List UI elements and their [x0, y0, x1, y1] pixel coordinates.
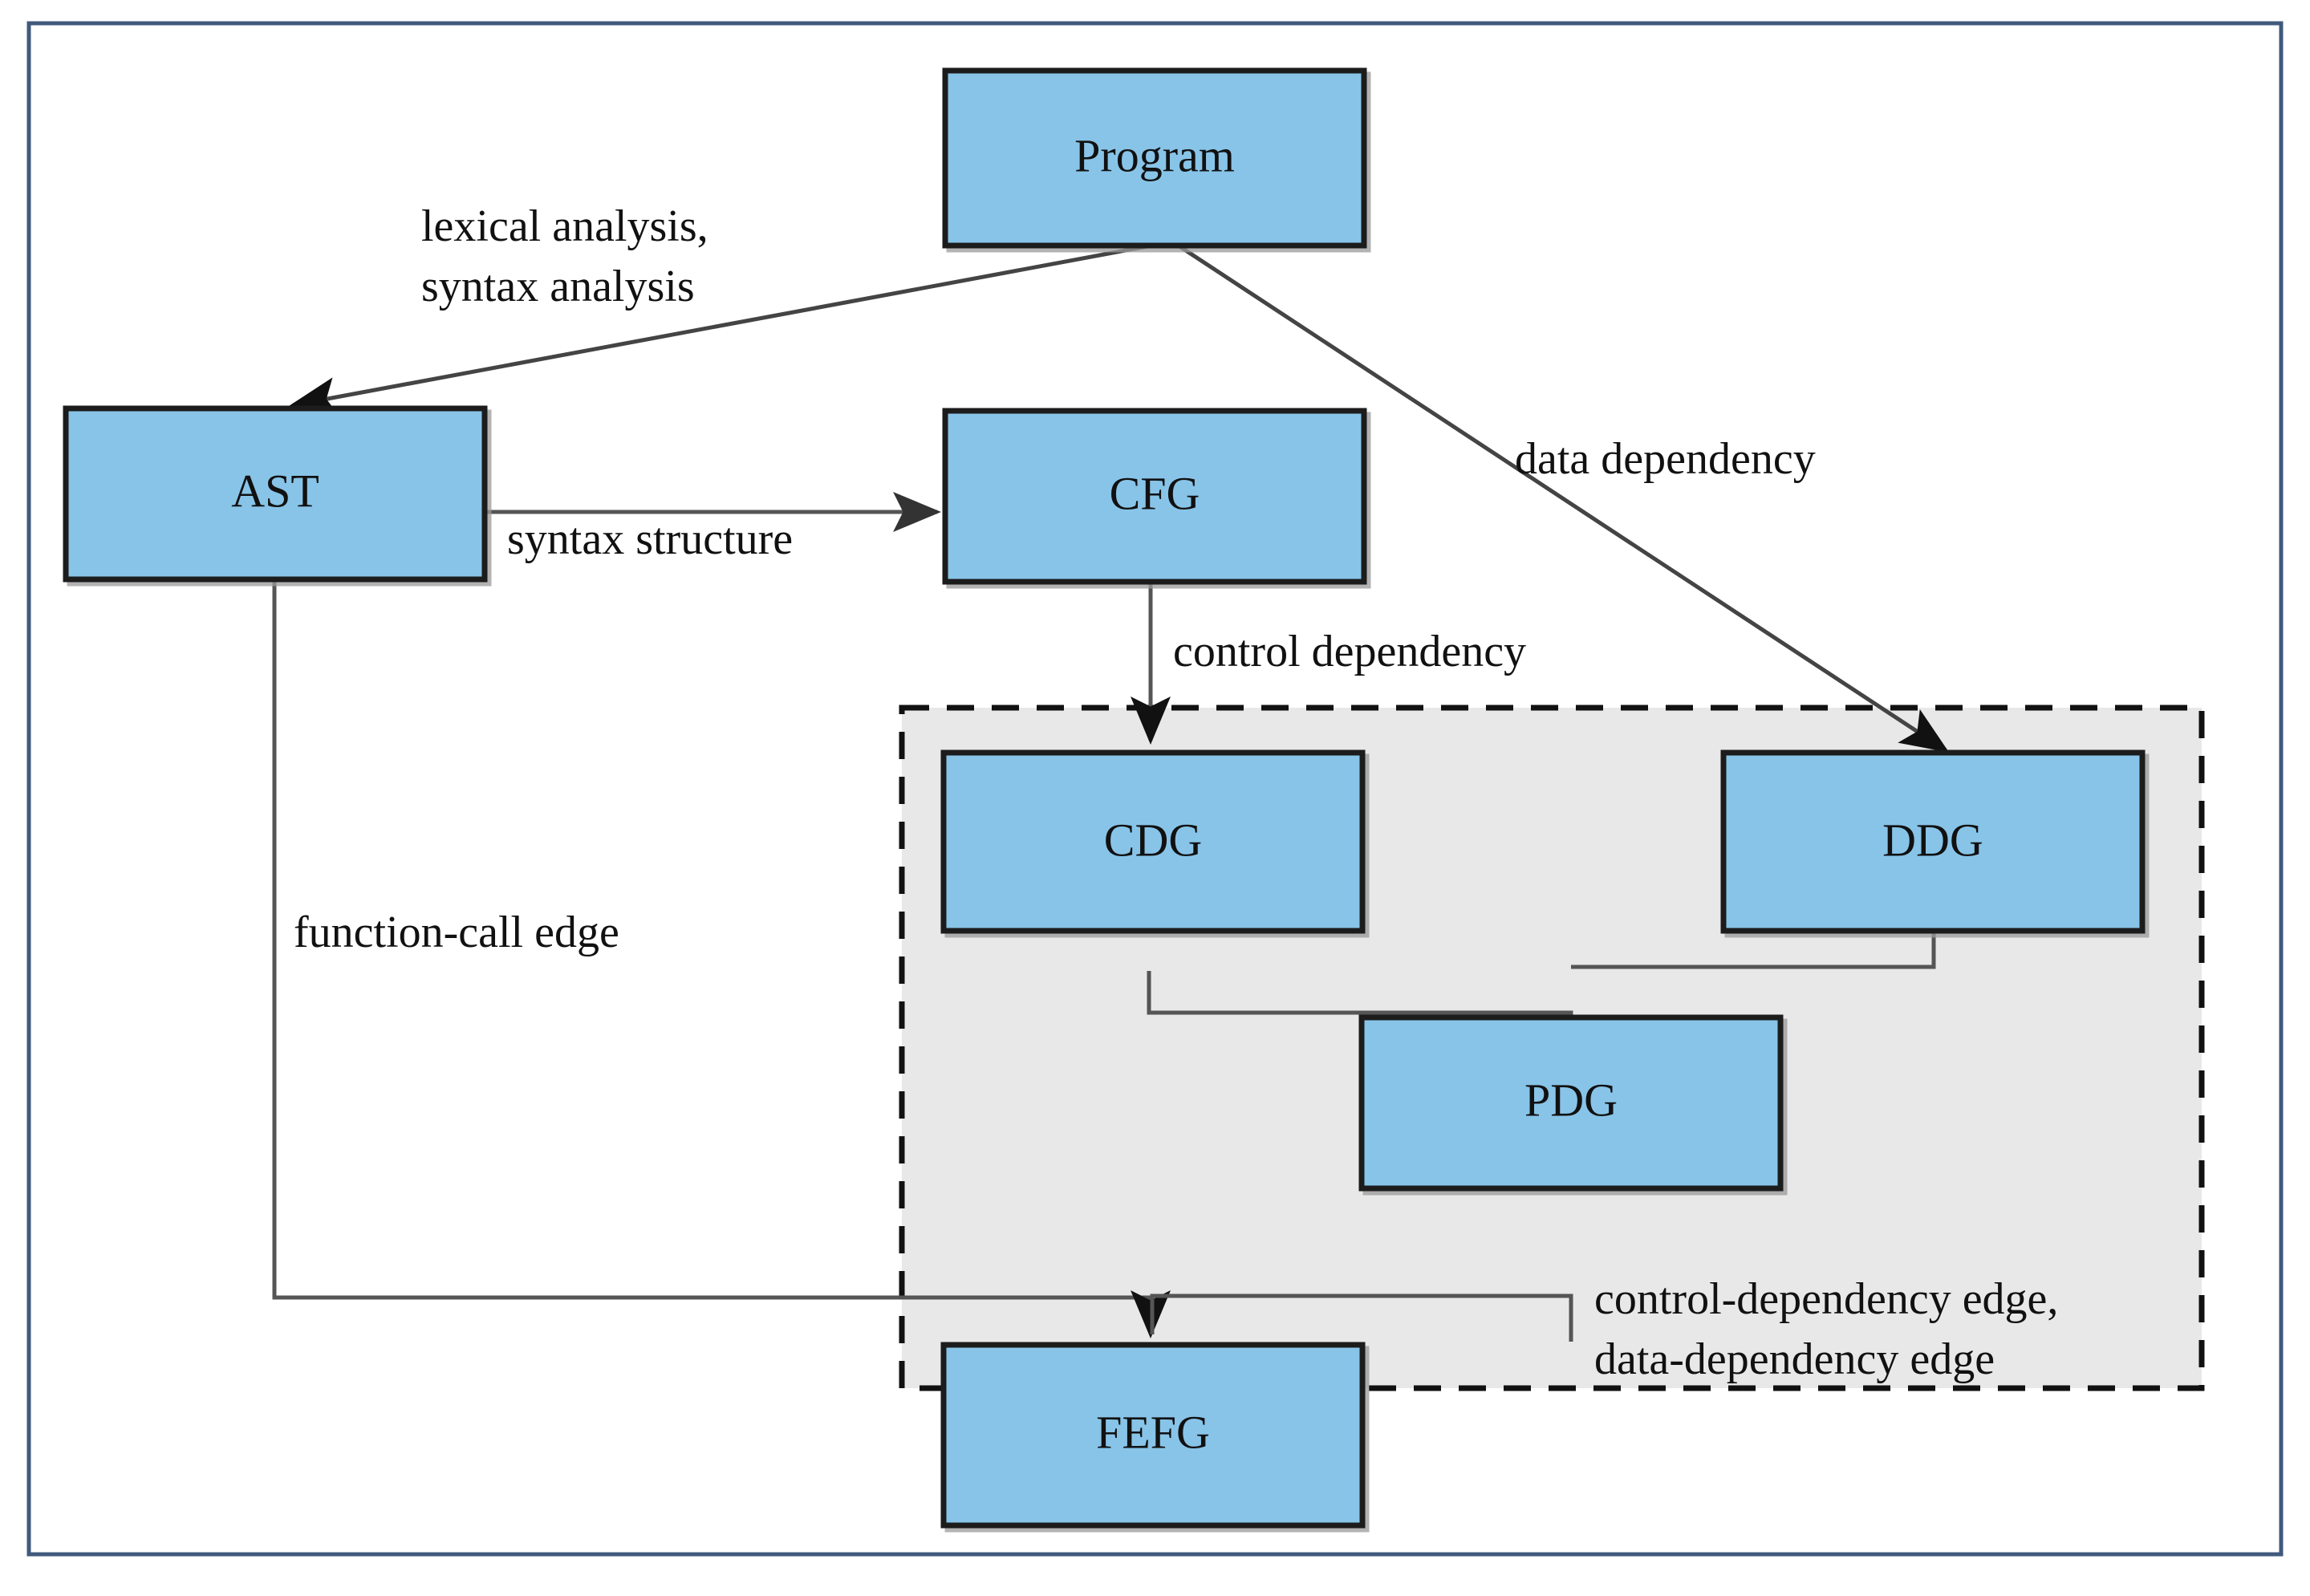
- edge-ddg-pdg: [1571, 924, 1936, 969]
- edge-label-control-dependency: control dependency: [1173, 627, 1526, 676]
- node-cdg[interactable]: CDG: [940, 749, 1366, 934]
- edge-label-function-call-edge: function-call edge: [294, 908, 619, 957]
- node-pdg-label: PDG: [1524, 1074, 1618, 1126]
- node-ddg[interactable]: DDG: [1720, 749, 2146, 934]
- node-cfg[interactable]: CFG: [942, 408, 1367, 585]
- node-ddg-label: DDG: [1882, 814, 1983, 866]
- edge-program-ast: [289, 244, 1148, 417]
- edge-label-syntax-structure: syntax structure: [507, 514, 793, 564]
- node-pdg[interactable]: PDG: [1358, 1014, 1784, 1192]
- node-ast[interactable]: AST: [63, 405, 488, 583]
- edge-label-dependency-edges-line1: control-dependency edge,: [1594, 1274, 2058, 1324]
- node-cdg-label: CDG: [1104, 814, 1202, 866]
- edge-label-lexical-analysis-line2: syntax analysis: [421, 262, 695, 311]
- edge-label-lexical-analysis-line1: lexical analysis,: [421, 201, 708, 251]
- node-program-label: Program: [1074, 129, 1235, 181]
- edge-pdg-fefg: [1150, 1293, 1573, 1342]
- node-ast-label: AST: [231, 465, 319, 517]
- node-program[interactable]: Program: [942, 67, 1367, 249]
- edge-label-data-dependency: data dependency: [1515, 434, 1816, 484]
- node-fefg-label: FEFG: [1096, 1406, 1210, 1458]
- edge-program-ddg: [1178, 244, 1950, 753]
- node-cfg-label: CFG: [1110, 467, 1200, 519]
- node-fefg[interactable]: FEFG: [940, 1342, 1366, 1529]
- edge-label-dependency-edges-line2: data-dependency edge: [1594, 1334, 1995, 1384]
